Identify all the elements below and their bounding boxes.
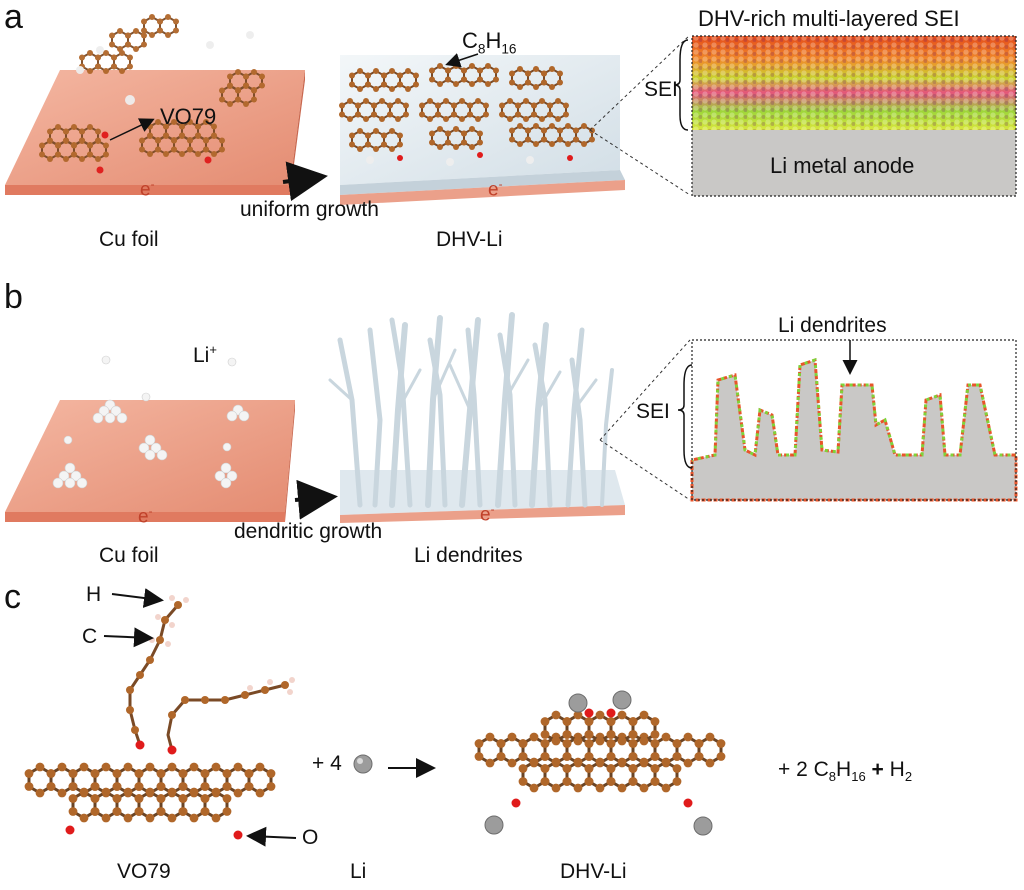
vo79-structure bbox=[23, 595, 295, 840]
panel-label-a: a bbox=[4, 0, 23, 36]
middle-caption-a: DHV-Li bbox=[436, 228, 503, 251]
h-atom-pointer bbox=[111, 588, 164, 608]
li-ion-label: Li+ bbox=[193, 342, 217, 367]
dhv-li-molecules bbox=[338, 62, 596, 166]
zoom-line-b-top bbox=[599, 339, 691, 441]
c-atom-label: C bbox=[82, 625, 98, 648]
inset-sei-a: SEI bbox=[644, 78, 678, 101]
zoom-line-a-bottom bbox=[589, 129, 691, 196]
growth-arrow-b bbox=[294, 479, 338, 520]
growth-arrow-a bbox=[282, 161, 328, 202]
arrow-caption-a: uniform growth bbox=[240, 198, 379, 221]
li-atom bbox=[353, 754, 373, 774]
inset-b-box bbox=[690, 339, 1018, 502]
inset-anode-a: Li metal anode bbox=[770, 153, 915, 178]
cu-foil-b bbox=[5, 400, 295, 522]
o-atom-pointer bbox=[246, 826, 297, 847]
plus-li-label: + 4 bbox=[312, 752, 342, 775]
sei-brace-b bbox=[677, 364, 693, 469]
electron-label-a-left: e- bbox=[140, 178, 155, 201]
h-atom-label: H bbox=[86, 583, 102, 606]
c-atom-pointer bbox=[103, 627, 154, 648]
li-dendrites-forest bbox=[328, 312, 614, 508]
left-caption-a: Cu foil bbox=[99, 228, 159, 251]
inset-title-a: DHV-rich multi-layered SEI bbox=[698, 6, 960, 31]
inset-title-b: Li dendrites bbox=[778, 314, 887, 337]
product-name: DHV-Li bbox=[560, 860, 627, 883]
c8h16-label-a: C8H16 bbox=[462, 28, 517, 57]
c8h16-arrow bbox=[445, 53, 479, 68]
zoom-line-a-top bbox=[589, 34, 691, 131]
li-name: Li bbox=[350, 860, 367, 883]
li-ion-clusters bbox=[52, 355, 250, 489]
reactant-name: VO79 bbox=[117, 860, 171, 883]
electron-label-a-right: e- bbox=[488, 178, 503, 201]
arrow-caption-b: dendritic growth bbox=[234, 520, 383, 543]
inset-a-box bbox=[691, 35, 1017, 197]
sei-brace-a bbox=[673, 39, 689, 131]
vo79-pointer-arrow bbox=[109, 118, 155, 141]
inset-sei-b: SEI bbox=[636, 400, 670, 423]
electron-label-b-right: e- bbox=[480, 503, 495, 526]
byproduct-equation: + 2 C8H16 + H2 bbox=[778, 758, 913, 785]
vo79-molecules-a bbox=[38, 13, 266, 174]
left-caption-b: Cu foil bbox=[99, 544, 159, 567]
panel-label-b: b bbox=[4, 278, 23, 316]
panel-label-c: c bbox=[4, 578, 21, 616]
dhv-li-structure bbox=[473, 690, 727, 836]
zoom-line-b-bottom bbox=[599, 439, 691, 501]
electron-label-b-left: e- bbox=[138, 505, 153, 528]
vo79-label-a: VO79 bbox=[160, 104, 217, 129]
middle-caption-b: Li dendrites bbox=[414, 544, 523, 567]
o-atom-label: O bbox=[302, 826, 319, 849]
